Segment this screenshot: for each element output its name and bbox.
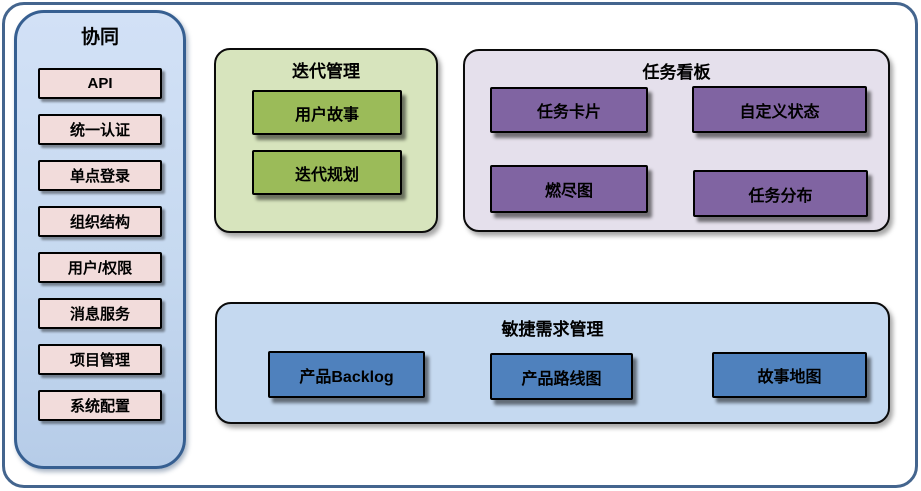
- sidebar-node-system-config: 系统配置: [38, 390, 162, 421]
- node-task-distribution: 任务分布: [693, 170, 868, 217]
- group-iteration-management-title: 迭代管理: [292, 62, 360, 81]
- group-task-board: 任务看板 任务卡片 自定义状态 燃尽图 任务分布: [463, 49, 890, 232]
- group-collaboration: 协同 API 统一认证 单点登录 组织结构 用户/权限 消息服务 项目管理 系统…: [14, 10, 186, 469]
- node-user-story: 用户故事: [252, 90, 402, 135]
- group-iteration-management: 迭代管理 用户故事 迭代规划: [214, 48, 438, 233]
- sidebar-node-message-service: 消息服务: [38, 298, 162, 329]
- group-task-board-title: 任务看板: [642, 63, 711, 82]
- node-task-card: 任务卡片: [490, 87, 648, 133]
- group-agile-requirements: 敏捷需求管理 产品Backlog 产品路线图 故事地图: [215, 302, 890, 424]
- sidebar-node-user-permissions: 用户/权限: [38, 252, 162, 283]
- sidebar-node-org-structure: 组织结构: [38, 206, 162, 237]
- sidebar-node-project-management: 项目管理: [38, 344, 162, 375]
- node-custom-status: 自定义状态: [692, 86, 867, 133]
- node-product-roadmap: 产品路线图: [490, 353, 633, 400]
- group-agile-requirements-title: 敏捷需求管理: [501, 320, 604, 339]
- node-product-backlog: 产品Backlog: [268, 351, 425, 398]
- node-story-map: 故事地图: [712, 352, 867, 398]
- node-burndown-chart: 燃尽图: [490, 165, 648, 213]
- sidebar-node-api: API: [38, 68, 162, 99]
- sidebar-node-sso: 单点登录: [38, 160, 162, 191]
- node-iteration-planning: 迭代规划: [252, 150, 402, 195]
- group-collaboration-title: 协同: [80, 27, 119, 48]
- sidebar-node-unified-auth: 统一认证: [38, 114, 162, 145]
